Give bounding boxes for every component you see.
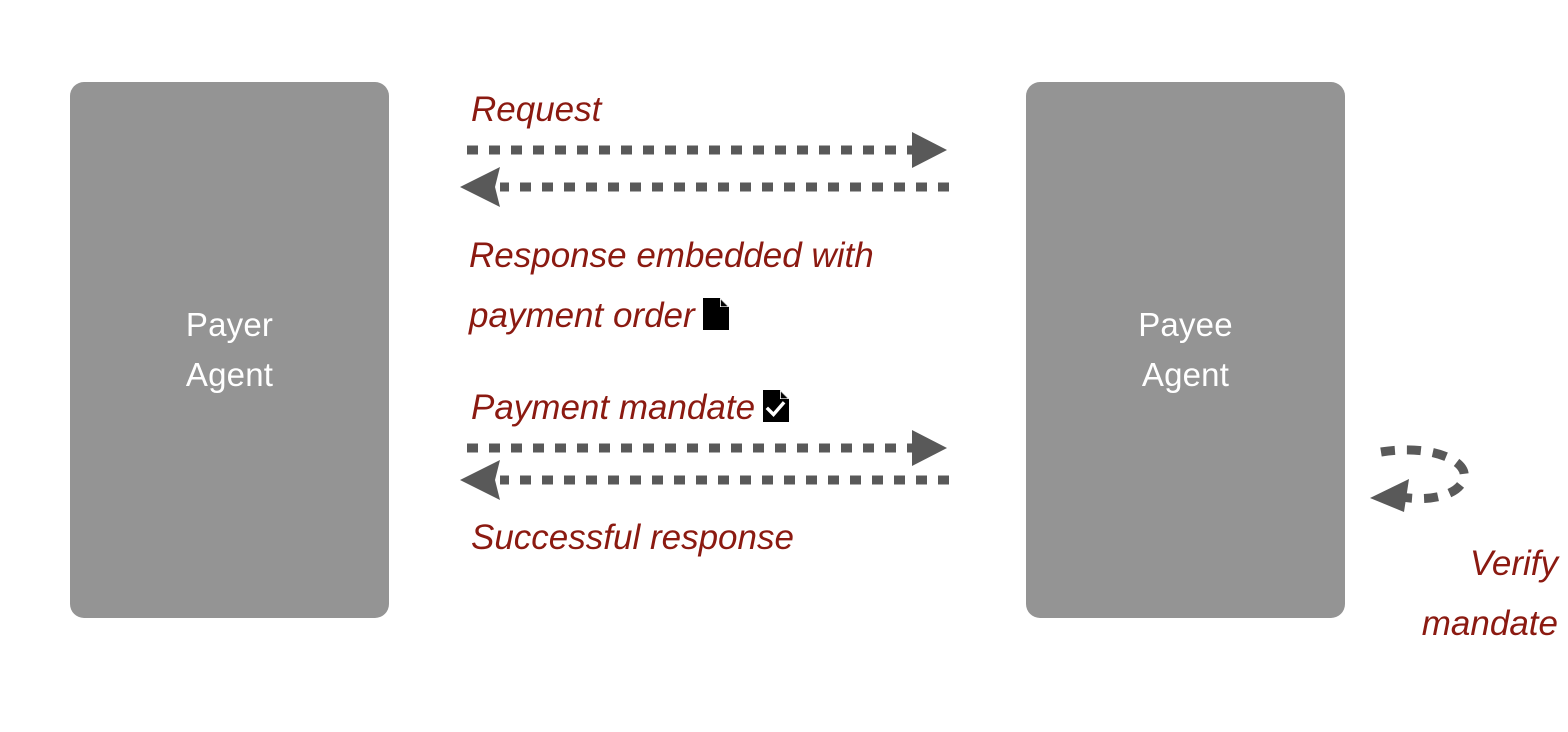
arrow-left-icon-response <box>460 167 949 207</box>
payer-agent-node[interactable]: Payer Agent <box>70 82 389 618</box>
document-icon <box>702 289 729 331</box>
message-label-payment-mandate: Payment mandate <box>471 388 790 427</box>
message-label-response-line1: Response embedded with <box>469 236 874 275</box>
message-label-successful-response: Successful response <box>471 518 794 557</box>
message-label-verify-mandate: Verify mandate <box>1421 544 1558 644</box>
payee-agent-node[interactable]: Payee Agent <box>1026 82 1345 618</box>
loop-arrow-icon-verify <box>1370 445 1469 512</box>
message-label-request: Request <box>471 90 602 129</box>
arrow-right-icon-payment-mandate <box>467 430 947 466</box>
message-label-response: Response embedded with payment order <box>469 226 989 346</box>
message-label-response-line2: payment order <box>469 296 695 336</box>
payee-agent-label: Payee Agent <box>1138 306 1233 393</box>
message-label-payment-mandate-text: Payment mandate <box>471 388 756 427</box>
arrow-right-icon-request <box>467 132 947 168</box>
payer-agent-label: Payer Agent <box>185 306 274 393</box>
arrow-left-icon-successful-response <box>460 460 949 500</box>
document-check-icon <box>763 390 790 422</box>
